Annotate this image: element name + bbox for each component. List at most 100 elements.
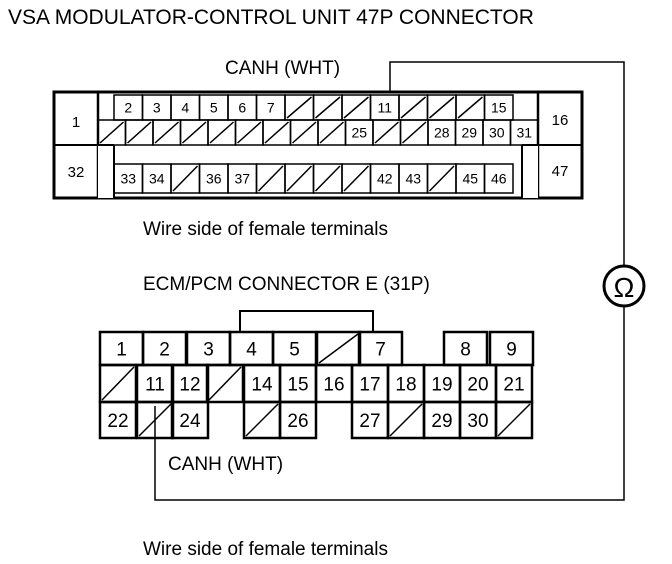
ecm-terminal-9: 9 xyxy=(488,330,535,367)
vsa-terminal-6: 6 xyxy=(227,94,258,121)
terminal-label: 15 xyxy=(491,100,507,116)
empty-terminal-slash xyxy=(402,121,427,144)
terminal-label: 25 xyxy=(351,125,367,141)
ecm-terminal-empty xyxy=(98,363,138,404)
empty-terminal-slash xyxy=(154,121,179,144)
vsa-terminal-46: 46 xyxy=(483,163,514,194)
vsa-terminal-empty xyxy=(317,119,347,146)
terminal-label: 8 xyxy=(460,339,471,360)
terminal-label: 37 xyxy=(234,171,250,187)
empty-terminal-slash xyxy=(343,96,369,119)
vsa-terminal-43: 43 xyxy=(398,163,429,194)
terminal-label: 9 xyxy=(506,339,517,360)
terminal-label: 30 xyxy=(467,411,488,432)
terminal-label: 21 xyxy=(503,374,524,395)
vsa-terminal-empty xyxy=(398,94,429,121)
ohm-symbol: Ω xyxy=(614,272,635,303)
vsa-terminal-empty xyxy=(124,119,154,146)
terminal-label: 14 xyxy=(251,374,273,395)
terminal-label: 28 xyxy=(434,125,450,141)
vsa-terminal-empty xyxy=(262,119,292,146)
vsa-caption: Wire side of female terminals xyxy=(143,219,388,240)
ecm-terminal-30: 30 xyxy=(458,400,498,440)
vsa-terminal-37: 37 xyxy=(227,163,258,194)
empty-terminal-slash xyxy=(319,121,344,144)
vsa-terminal-2: 2 xyxy=(113,94,144,121)
vsa-terminal-empty xyxy=(312,163,343,194)
terminal-label: 15 xyxy=(287,374,308,395)
ecm-terminal-18: 18 xyxy=(386,363,426,404)
terminal-label: 4 xyxy=(181,100,189,116)
empty-terminal-slash xyxy=(237,121,262,144)
terminal-label: 3 xyxy=(203,339,214,360)
terminal-label: 11 xyxy=(377,100,392,116)
ecm-terminal-21: 21 xyxy=(494,363,534,404)
vsa-terminal-28: 28 xyxy=(427,119,457,146)
ecm-terminal-5: 5 xyxy=(271,330,318,367)
terminal-label: 18 xyxy=(395,374,416,395)
ecm-terminal-26: 26 xyxy=(278,400,318,440)
terminal-label: 7 xyxy=(267,100,275,116)
terminal-label: 30 xyxy=(489,125,505,141)
empty-terminal-slash xyxy=(286,96,312,119)
ecm-terminal-14: 14 xyxy=(242,363,282,404)
vsa-terminal-empty xyxy=(234,119,264,146)
terminal-label: 2 xyxy=(124,100,132,116)
ecm-terminal-16: 16 xyxy=(314,363,354,404)
vsa-terminal-empty xyxy=(341,163,372,194)
wire-to-vsa-11 xyxy=(389,61,625,266)
vsa-terminal-30: 30 xyxy=(482,119,512,146)
vsa-terminal-empty xyxy=(284,94,315,121)
vsa-terminal-3: 3 xyxy=(141,94,172,121)
ecm-connector-title: ECM/PCM CONNECTOR E (31P) xyxy=(143,274,430,295)
terminal-label: 26 xyxy=(287,411,308,432)
vsa-terminal-empty xyxy=(289,119,319,146)
ecm-terminal-2: 2 xyxy=(141,330,188,367)
vsa-terminal-empty xyxy=(426,163,457,194)
terminal-label: 5 xyxy=(210,100,218,116)
empty-terminal-slash xyxy=(400,96,426,119)
empty-terminal-slash xyxy=(318,333,359,364)
terminal-label: 36 xyxy=(206,171,222,187)
ecm-terminal-3: 3 xyxy=(185,330,232,367)
empty-terminal-slash xyxy=(127,121,152,144)
terminal-label: 12 xyxy=(179,374,200,395)
terminal-label: 29 xyxy=(431,411,452,432)
vsa-terminal-11: 11 xyxy=(369,94,400,121)
vsa-canh-label: CANH (WHT) xyxy=(225,58,340,79)
empty-terminal-slash xyxy=(374,121,399,144)
empty-terminal-slash xyxy=(343,165,370,192)
ecm-terminal-4: 4 xyxy=(228,330,275,367)
terminal-label: 27 xyxy=(359,411,380,432)
ecm-terminal-17: 17 xyxy=(350,363,390,404)
vsa-terminal-empty xyxy=(455,94,486,121)
ecm-terminal-15: 15 xyxy=(278,363,318,404)
vsa-terminal-empty xyxy=(312,94,343,121)
vsa-pin-16: 16 xyxy=(552,112,569,129)
empty-terminal-slash xyxy=(428,165,455,192)
terminal-label: 7 xyxy=(375,339,386,360)
ecm-caption: Wire side of female terminals xyxy=(143,539,388,560)
terminal-label: 31 xyxy=(516,125,532,141)
ecm-terminal-empty xyxy=(205,363,245,404)
ecm-terminal-12: 12 xyxy=(170,363,210,404)
vsa-terminal-25: 25 xyxy=(344,119,374,146)
terminal-label: 11 xyxy=(145,374,165,395)
ecm-terminal-29: 29 xyxy=(422,400,462,440)
terminal-label: 19 xyxy=(431,374,452,395)
empty-terminal-slash xyxy=(457,96,483,119)
terminal-label: 2 xyxy=(159,339,170,360)
vsa-terminal-empty xyxy=(179,119,209,146)
empty-terminal-slash xyxy=(314,165,341,192)
diagram-title: VSA MODULATOR-CONTROL UNIT 47P CONNECTOR xyxy=(8,6,534,29)
vsa-terminal-29: 29 xyxy=(454,119,484,146)
empty-terminal-slash xyxy=(429,96,455,119)
vsa-terminal-empty xyxy=(372,119,402,146)
ecm-canh-label: CANH (WHT) xyxy=(168,454,283,475)
vsa-terminal-31: 31 xyxy=(509,119,539,146)
vsa-terminal-33: 33 xyxy=(113,163,144,194)
terminal-label: 43 xyxy=(405,171,421,187)
vsa-pin-1: 1 xyxy=(72,114,80,131)
